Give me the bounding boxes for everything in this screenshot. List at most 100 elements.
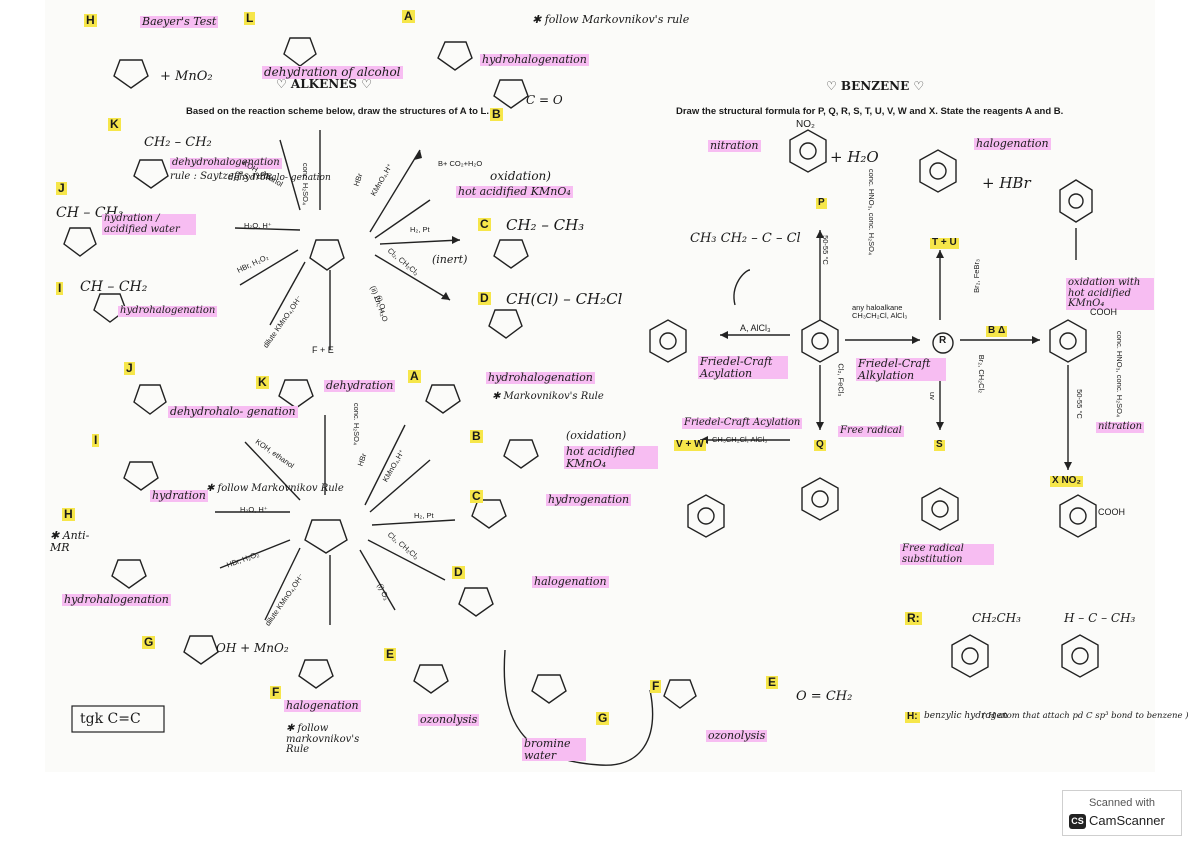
plus-hbr-label: + HBr xyxy=(982,174,1031,192)
tag-J-2: J xyxy=(124,361,135,375)
p-label: P xyxy=(816,197,827,209)
reagent-h2o-h: H₂O, H⁺ xyxy=(244,221,272,230)
halogenation-benzene-label: halogenation xyxy=(974,137,1051,150)
tag-E-2: E xyxy=(766,675,779,689)
methylcyclopentene-bottom xyxy=(304,519,348,554)
dehydration-alcohol-label: dehydration of alcohol xyxy=(262,65,403,79)
friedel-acylation-label-2: Friedel-Craft Acylation xyxy=(682,417,803,429)
arrow-to-I xyxy=(239,249,299,286)
hydrohalogenation-label-2: hydrohalogenation xyxy=(118,305,218,317)
benzene-heading: ♡ BENZENE ♡ xyxy=(826,79,925,93)
scanned-with-text: Scanned with xyxy=(1088,797,1156,809)
free-radical-label: Free radical xyxy=(838,425,904,437)
br2-febr3-label: Br₂, FeBr₃ xyxy=(972,258,982,293)
anti-mr-label: ✱ Anti- MR xyxy=(50,529,90,554)
hydrohalogenation-label-4: hydrohalogenation xyxy=(62,593,171,606)
tag-B: B xyxy=(490,107,503,121)
footer-note: tgk C=C xyxy=(80,711,141,727)
oxidation-label-2: (oxidation) xyxy=(566,429,627,442)
camscanner-brand-text: CamScanner xyxy=(1089,813,1165,828)
formaldehyde-label: O = CH₂ xyxy=(796,689,853,704)
dehydrohalo-note: dehydrohalo- genation xyxy=(228,173,331,183)
dehydrohalogenation-label: dehydrohalogenation xyxy=(170,157,282,169)
hot-acidified-label-2: hot acidified KMnO₄ xyxy=(564,446,658,470)
reagent-h2o-h-2: H₂O, H⁺ xyxy=(240,505,268,514)
f-plus-e: F + E xyxy=(312,345,334,355)
oxidation-label: oxidation) xyxy=(490,169,551,183)
ch3ch2cl-alcl3-label: CH₃CH₂Cl, AlCl₃ xyxy=(712,435,768,444)
ozonolysis-label-2: ozonolysis xyxy=(706,729,768,742)
tag-I: I xyxy=(56,281,64,295)
saytzeff-label: rule : Saytzeff's rule xyxy=(170,171,273,182)
camscanner-logo-icon: CS xyxy=(1069,814,1086,830)
bromine-water-label: bromine water xyxy=(522,738,586,762)
br2-ch2cl2-label: Br₂, CH₂Cl₂ xyxy=(977,354,987,394)
h-c-ch3-formula: H – C – CH₃ xyxy=(1064,611,1136,625)
tag-G: G xyxy=(142,635,156,649)
nitration-conditions-2: conc. HNO₃, conc. H₂SO₄ xyxy=(1115,330,1125,418)
inert-label: (inert) xyxy=(432,253,468,266)
tag-C: C xyxy=(478,217,491,231)
oxidation-kmno4-label: oxidation with hot acidified KMnO₄ xyxy=(1066,277,1154,310)
tag-A-2: A xyxy=(408,369,421,383)
tag-D: D xyxy=(478,291,491,305)
dehydrohalogenation-label-2: dehydrohalo- genation xyxy=(168,405,298,418)
q-label: Q xyxy=(814,439,826,451)
arrow-to-D xyxy=(374,254,451,301)
reagent-conc-h2so4-2: conc. H₂SO₄ xyxy=(352,402,362,446)
nitration-label: nitration xyxy=(708,139,761,152)
ozonolysis-label-1: ozonolysis xyxy=(418,713,480,726)
i-formula: CH – CH₂ xyxy=(80,279,148,295)
arrow-to-A xyxy=(369,149,421,233)
hydrohalogenation-label-1: hydrohalogenation xyxy=(480,53,589,66)
tag-R: R: xyxy=(905,611,922,625)
tag-F: F xyxy=(270,685,282,699)
hydration-label-2: hydration xyxy=(150,489,208,502)
tag-I-2: I xyxy=(92,433,100,447)
tag-E: E xyxy=(384,647,397,661)
mno2-label: + MnO₂ xyxy=(160,69,213,84)
reagent-conc-h2so4: conc. H₂SO₄ xyxy=(301,162,311,206)
benzene-question: Draw the structural formula for P, Q, R,… xyxy=(676,106,1064,117)
tag-K-2: K xyxy=(256,375,269,389)
d-formula: CH(Cl) – CH₂Cl xyxy=(506,290,623,308)
t-plus-u-label: T + U xyxy=(930,237,959,249)
tag-A: A xyxy=(402,9,415,23)
cooh-label: COOH xyxy=(1090,307,1117,317)
markovnikov-rule-3: ✱ Markovnikov's Rule xyxy=(492,391,604,402)
friedel-alkylation-label: Friedel-Craft Alkylation xyxy=(856,358,946,382)
reagent-h2pt-2: H₂, Pt xyxy=(414,511,434,520)
tag-D-2: D xyxy=(452,565,465,579)
follow-markovnikov-top: ✱ follow Markovnikov's rule xyxy=(532,13,690,26)
no2-top-label: NO₂ xyxy=(796,119,815,130)
cl2-fecl3-label: Cl₂, FeCl₃ xyxy=(836,363,846,397)
hydrogenation-label: hydrogenation xyxy=(546,493,632,506)
c-formula: CH₂ – CH₃ xyxy=(506,216,585,234)
tag-H-2: H xyxy=(62,507,75,521)
tag-K: K xyxy=(108,117,121,131)
oh-mno2-label: OH + MnO₂ xyxy=(216,641,289,655)
reagent-h2pt: H₂, Pt xyxy=(410,225,430,234)
nitration-label-2: nitration xyxy=(1096,421,1145,433)
tag-B-2: B xyxy=(470,429,483,443)
b-formula: C = O xyxy=(526,93,563,107)
arrow-to-K xyxy=(279,139,301,211)
temperature-label-2: 50-55 °C xyxy=(1074,389,1084,419)
r-formula: CH₂CH₃ xyxy=(972,611,1021,625)
follow-markovnikov-bottom: ✱ follow markovnikov's Rule xyxy=(286,723,360,755)
hydration-label: hydration / acidified water xyxy=(102,213,196,235)
any-haloalkane-label: any haloalkane CH₃CH₂Cl, AlCl₃ xyxy=(852,303,908,320)
cyclopentene-top xyxy=(309,239,345,271)
hydrohalogenation-label-3: hydrohalogenation xyxy=(486,371,595,384)
tag-H-benzylic: H: xyxy=(905,711,920,723)
acid-chloride-label: CH₃ CH₂ – C – Cl xyxy=(690,231,801,246)
follow-markovnikov-mid: ✱ follow Markovnikov Rule xyxy=(206,483,344,494)
benzylic-label: benzylic hydrogen xyxy=(924,711,1008,721)
arrow-to-B xyxy=(374,199,431,239)
cooh-label-2: COOH xyxy=(1098,507,1125,517)
temperature-label: 50-55 °C xyxy=(820,235,830,265)
halogenation-label-1: halogenation xyxy=(532,575,609,588)
plus-h2o-label: + H₂O xyxy=(830,148,879,166)
reagent-b-delta: B Δ xyxy=(986,325,1008,337)
